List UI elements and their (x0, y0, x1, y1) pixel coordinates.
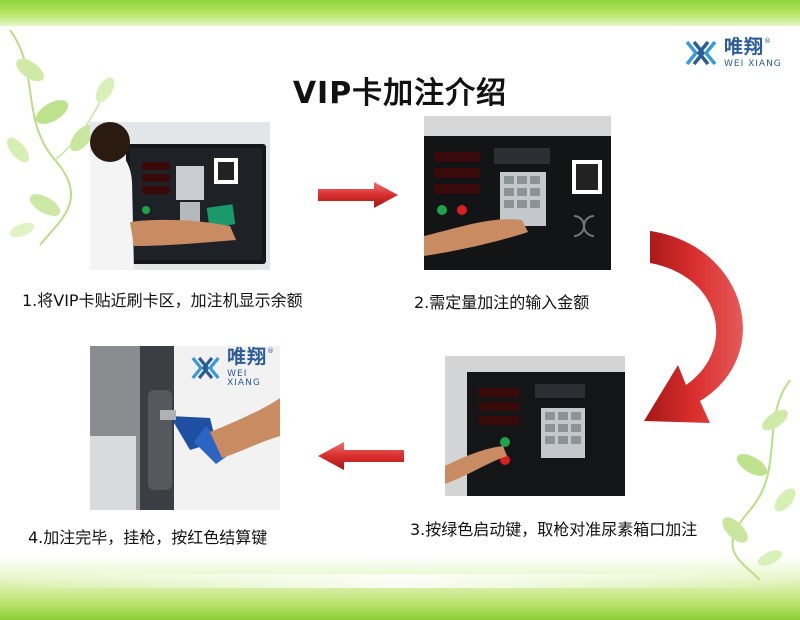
step3-photo (445, 356, 625, 496)
left-arrow-icon (318, 442, 404, 470)
brand-name-en: WEI XIANG (724, 58, 782, 69)
bottom-decor-band (0, 556, 800, 620)
step2-caption: 2.需定量加注的输入金额 (414, 293, 590, 312)
photo-brand-name-en: WEI XIANG (227, 369, 261, 388)
step1-caption: 1.将VIP卡贴近刷卡区，加注机显示余额 (22, 291, 303, 310)
step3-caption: 3.按绿色启动键，取枪对准尿素箱口加注 (410, 520, 698, 539)
top-decor-band (0, 0, 800, 26)
right-arrow-icon (318, 182, 398, 208)
photo-brand-registered-mark: ® (267, 347, 275, 355)
curved-arrow-icon (644, 231, 743, 423)
brand-logo: 唯翔® WEI XIANG (684, 36, 782, 70)
brand-logo-icon (685, 40, 717, 66)
brand-name-cn: 唯翔 (724, 35, 765, 58)
photo-brand-logo: 唯翔® WEI XIANG (190, 348, 280, 388)
step4-photo: 唯翔® WEI XIANG (90, 346, 280, 510)
photo-brand-name-cn: 唯翔 (227, 346, 268, 368)
photo-brand-logo-icon (191, 356, 220, 380)
step4-caption: 4.加注完毕，挂枪，按红色结算键 (28, 528, 268, 547)
step1-photo (90, 122, 270, 270)
slide-title: VIP卡加注介绍 (292, 76, 508, 112)
step2-photo (424, 116, 611, 270)
brand-registered-mark: ® (764, 36, 772, 45)
